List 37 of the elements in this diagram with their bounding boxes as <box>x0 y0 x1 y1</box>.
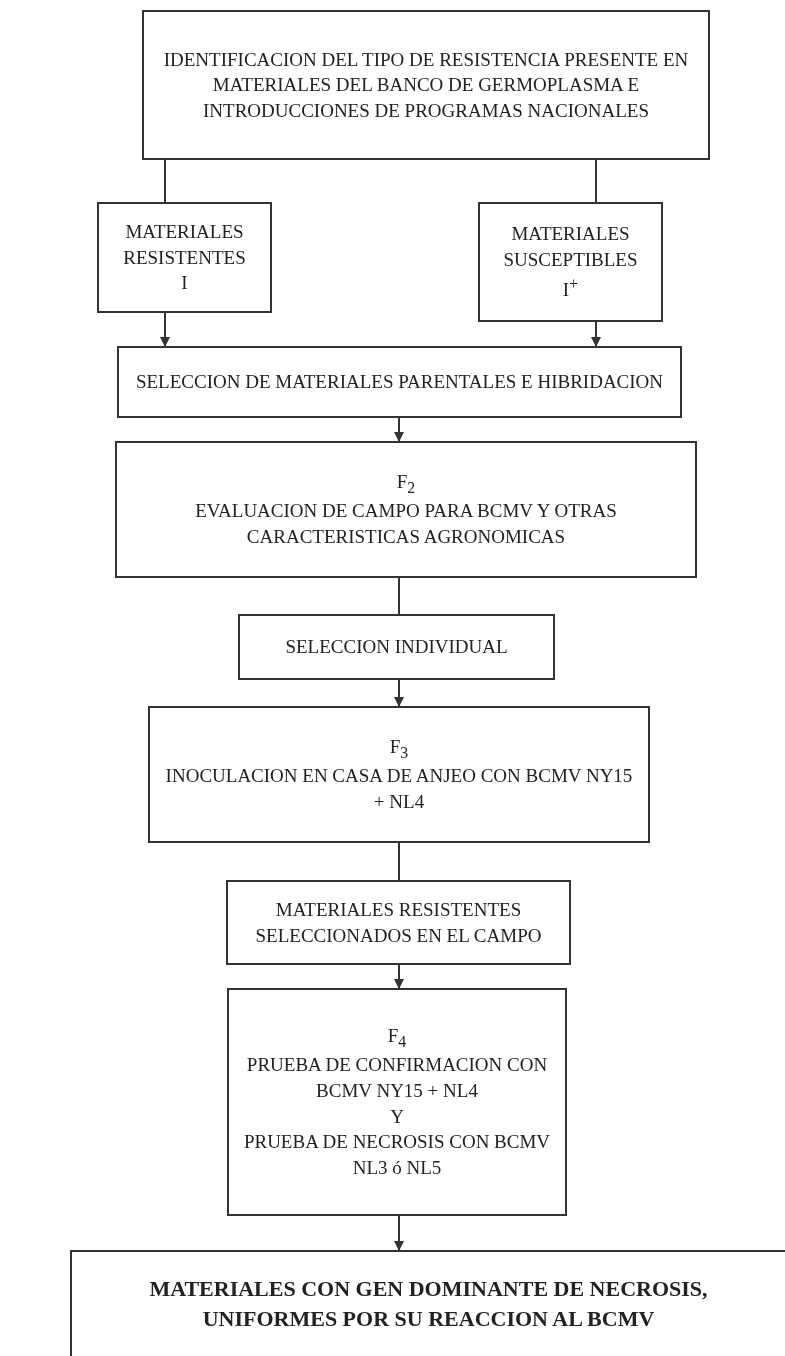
box-text: MATERIALES RESISTENTES SELECCIONADOS EN EL CAMPO <box>254 897 543 948</box>
box-text: I$^{+}$ <box>562 273 579 302</box>
process-box <box>226 880 571 965</box>
arrow <box>394 679 404 707</box>
arrow <box>394 1215 404 1251</box>
arrow <box>160 312 170 347</box>
box-text: INOCULACION EN CASA DE ANJEO CON BCMV NY15 + NL4 <box>164 764 634 815</box>
process-box <box>70 1250 785 1356</box>
process-box <box>97 202 272 313</box>
box-text: PRUEBA DE CONFIRMACION CON BCMV NY15 + NL4 <box>245 1053 549 1104</box>
connector-line <box>595 159 597 203</box>
box-text: MATERIALES SUSCEPTIBLES <box>502 222 639 272</box>
connector-line <box>398 842 400 881</box>
arrow <box>394 417 404 442</box>
connector-line <box>398 577 400 615</box>
process-box <box>227 988 567 1216</box>
box-text: PRUEBA DE NECROSIS CON BCMV NL3 ó NL5 <box>242 1130 552 1181</box>
process-box <box>148 706 650 843</box>
box-text: F$_{4}$ <box>387 1024 407 1053</box>
process-box <box>142 10 710 160</box>
box-text: MATERIALES CON GEN DOMINANTE DE NECROSIS, UNIFORMES POR SU REACCION AL BCMV <box>148 1275 709 1333</box>
box-text: IDENTIFICACION DEL TIPO DE RESISTENCIA PRESENTE EN MATERIALES DEL BANCO DE GERMOPLASMA E INTRODUCCIONES DE PROGRAMAS NACIONALES <box>162 47 690 123</box>
box-text: SELECCION INDIVIDUAL <box>285 635 508 660</box>
box-text: I <box>181 271 188 296</box>
arrow <box>591 321 601 347</box>
box-text: EVALUACION DE CAMPO PARA BCMV Y OTRAS CARACTERISTICAS AGRONOMICAS <box>194 499 618 550</box>
process-box <box>115 441 697 578</box>
box-text: F$_{2}$ <box>396 470 416 499</box>
box-text: Y <box>390 1104 404 1129</box>
process-box <box>238 614 555 680</box>
process-box <box>478 202 663 322</box>
process-box <box>117 346 682 418</box>
box-text: SELECCION DE MATERIALES PARENTALES E HIBRIDACION <box>135 370 664 395</box>
connector-line <box>164 159 166 203</box>
arrow <box>394 964 404 989</box>
box-text: MATERIALES RESISTENTES <box>122 220 247 270</box>
box-text: F$_{3}$ <box>389 735 409 764</box>
